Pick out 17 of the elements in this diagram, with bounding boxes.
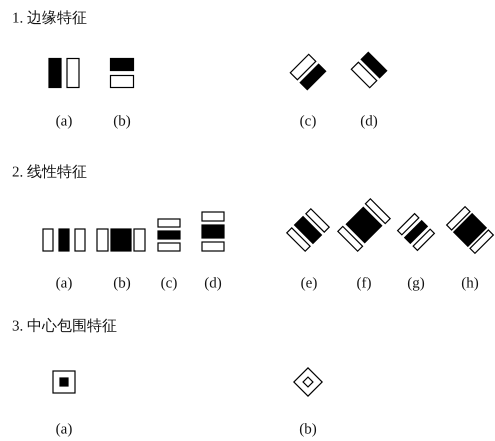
- section-heading: 2. 线性特征: [12, 163, 87, 182]
- feature-label: (c): [300, 114, 316, 130]
- section-heading: 1. 边缘特征: [12, 9, 87, 28]
- feature-label: (d): [204, 276, 222, 292]
- feature-label: (d): [360, 114, 378, 130]
- section-heading: 3. 中心包围特征: [12, 316, 117, 336]
- feature-label: (a): [56, 276, 72, 292]
- feature-label: (b): [299, 422, 317, 438]
- feature-label: (e): [300, 276, 318, 292]
- feature-label: (f): [356, 276, 372, 292]
- feature-label: (c): [160, 276, 178, 292]
- feature-label: (h): [461, 276, 479, 292]
- feature-label: (a): [56, 114, 72, 130]
- feature-label: (b): [113, 276, 131, 292]
- feature-label: (g): [407, 276, 425, 292]
- feature-label: (a): [56, 422, 72, 438]
- feature-label: (b): [113, 114, 131, 130]
